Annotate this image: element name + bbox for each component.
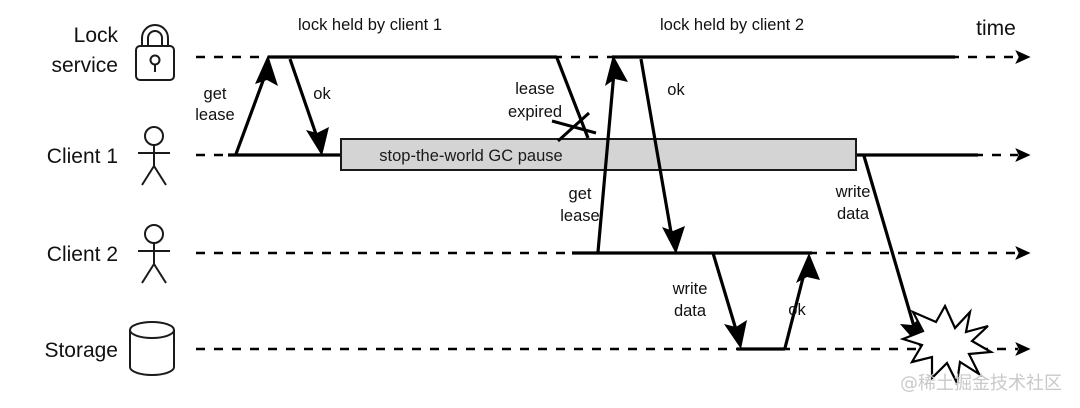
message-label-get-lease-1-line2: lease [195,106,234,124]
message-label-ok-3: ok [788,301,806,319]
watermark-text: @稀土掘金技术社区 [900,373,1062,394]
stick-figure-icon-client-1 [138,126,170,186]
lane-label-lock-service-line1: Lock [74,24,119,47]
message-label-write-data-c1-line1: write [835,183,871,201]
lane-label-client-1: Client 1 [47,145,118,168]
message-label-write-data-c2-line2: data [674,302,707,320]
lane-label-client-2: Client 2 [47,243,118,266]
lane-label-lock-service-line2: service [51,54,118,77]
message-arrow-get-lease-1 [234,55,278,155]
lease-expired-x-marker [551,111,597,143]
message-arrow-write-data-c2 [711,252,747,349]
message-arrow-ok-2 [639,58,685,254]
padlock-icon [135,24,175,81]
lane-label-lock-service: Lock service [51,24,118,77]
message-label-get-lease-1-line1: get [204,85,227,103]
message-label-write-data-c2: write data [672,280,708,320]
conflict-burst-icon [899,303,995,387]
message-label-get-lease-2: get lease [560,185,599,225]
lane-label-storage: Storage [44,339,118,362]
message-label-ok-2: ok [667,81,685,99]
lane-label-client-2-line1: Client 2 [47,243,118,266]
gc-pause-box-label: stop-the-world GC pause [379,147,562,165]
message-arrow-write-data-c1 [862,155,921,348]
gc-pause-box: stop-the-world GC pause [340,138,857,171]
message-label-lease-expired-line2: expired [508,103,562,121]
message-label-lease-expired-line1: lease [515,80,554,98]
message-label-get-lease-2-line1: get [569,185,592,203]
time-axis-label: time [976,17,1016,40]
message-label-lease-expired: lease expired [508,80,562,121]
message-label-write-data-c2-line1: write [672,280,708,298]
message-arrow-lease-expired [551,57,597,143]
stick-figure-icon-client-2 [138,224,170,284]
message-arrow-ok-3 [783,253,820,349]
span-label-lock-held-2: lock held by client 2 [660,16,804,34]
database-cylinder-icon [129,321,175,376]
message-label-write-data-c1-line2: data [837,205,870,223]
message-label-get-lease-2-line2: lease [560,207,599,225]
message-label-get-lease-1: get lease [195,85,234,124]
lane-label-storage-line1: Storage [44,339,118,362]
message-arrow-get-lease-2 [596,55,628,253]
span-label-lock-held-1: lock held by client 1 [298,16,442,34]
lane-label-client-1-line1: Client 1 [47,145,118,168]
message-label-write-data-c1: write data [835,183,871,223]
message-label-ok-1: ok [313,85,331,103]
message-arrow-ok-1 [288,58,329,156]
